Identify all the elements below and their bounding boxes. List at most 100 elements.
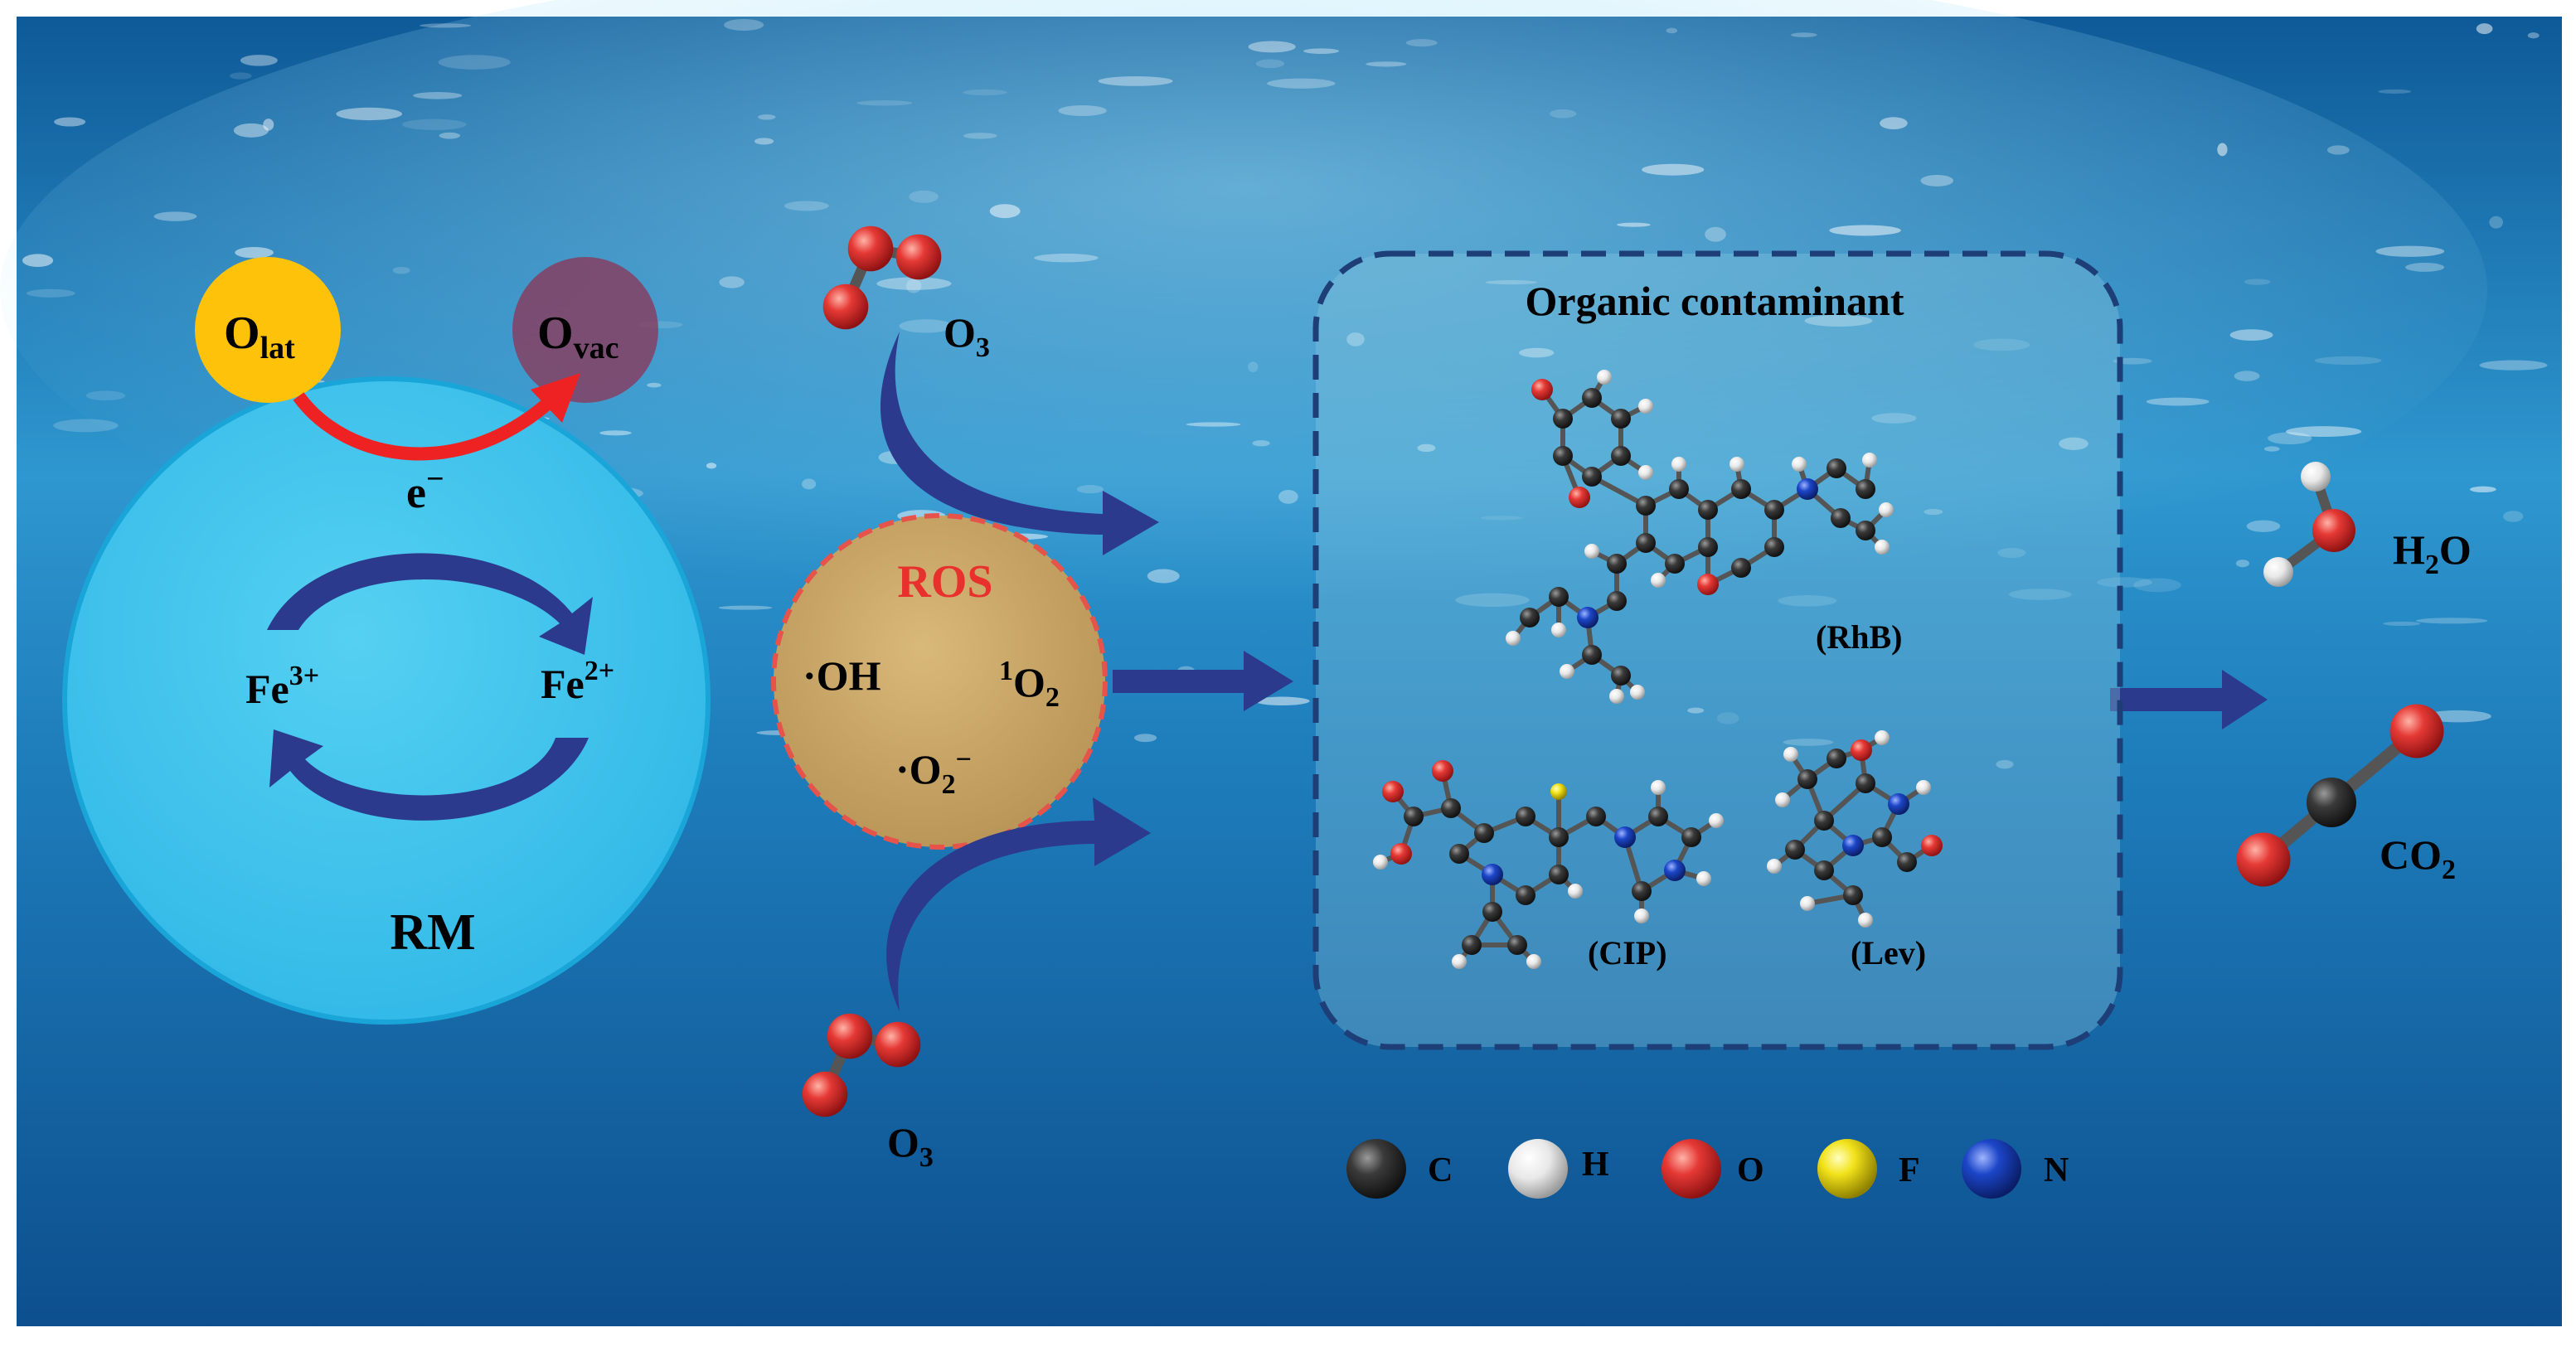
sparkle bbox=[1255, 59, 1285, 69]
atom-o bbox=[1432, 760, 1453, 782]
sparkle bbox=[235, 247, 274, 259]
sparkle bbox=[647, 382, 662, 388]
sparkle bbox=[1920, 175, 1954, 187]
sparkle bbox=[2235, 560, 2250, 568]
atom-h bbox=[1651, 780, 1666, 795]
atom-h bbox=[1597, 370, 1612, 385]
sparkle bbox=[2133, 578, 2181, 593]
sparkle bbox=[1147, 569, 1180, 584]
atom-c bbox=[1586, 807, 1606, 826]
lev-molecule bbox=[1767, 730, 1943, 928]
atom-c bbox=[1507, 935, 1527, 955]
atom-c bbox=[1482, 902, 1502, 922]
lattice-oxygen-label: Olat bbox=[224, 308, 295, 366]
atom-h bbox=[1792, 457, 1807, 472]
ozone-label-bottom: O3 bbox=[887, 1119, 934, 1173]
sparkle bbox=[2503, 511, 2524, 522]
atom-c bbox=[1897, 852, 1917, 872]
sparkle bbox=[413, 91, 463, 99]
legend-label-o: O bbox=[1737, 1151, 1764, 1190]
atom-h bbox=[1875, 730, 1890, 745]
atom-h bbox=[1862, 453, 1877, 468]
atom-n bbox=[1614, 826, 1636, 848]
sparkle bbox=[1058, 104, 1107, 116]
sparkle bbox=[754, 138, 774, 145]
atom-c bbox=[1462, 935, 1482, 955]
atom-c bbox=[1549, 827, 1569, 847]
atom-c bbox=[1698, 500, 1718, 520]
sparkle bbox=[1278, 489, 1298, 504]
sparkle bbox=[2268, 432, 2312, 445]
atom-c bbox=[1636, 496, 1656, 516]
atom-h bbox=[1671, 457, 1686, 472]
atom-c bbox=[1611, 409, 1631, 429]
sparkle bbox=[2286, 426, 2362, 438]
atom-c bbox=[1449, 844, 1469, 864]
atom-o bbox=[847, 225, 894, 272]
legend-ball-o bbox=[1662, 1139, 1721, 1199]
sparkle bbox=[1417, 443, 1436, 453]
atom-c bbox=[1607, 591, 1627, 611]
sparkle bbox=[2469, 486, 2496, 493]
ros-singlet-oxygen: 1O2 bbox=[999, 656, 1060, 713]
fe2-label: Fe2+ bbox=[541, 656, 614, 707]
atom-h bbox=[1696, 871, 1711, 886]
sparkle bbox=[1687, 707, 1705, 714]
atom-h bbox=[1879, 502, 1894, 517]
bond bbox=[1590, 474, 1647, 508]
sparkle bbox=[1996, 759, 2014, 769]
atom-h bbox=[1551, 623, 1566, 637]
sparkle bbox=[439, 132, 460, 139]
atom-c bbox=[1582, 388, 1602, 408]
atom-o bbox=[802, 1071, 848, 1117]
atom-o bbox=[822, 283, 869, 330]
sparkle bbox=[2314, 356, 2382, 366]
atom-h bbox=[1630, 685, 1645, 700]
catalyst-particle bbox=[62, 376, 711, 1025]
sparkle bbox=[1616, 222, 1651, 227]
sparkle bbox=[963, 133, 997, 139]
atom-o bbox=[1569, 487, 1590, 508]
sparkle bbox=[1186, 422, 1241, 427]
sparkle bbox=[229, 72, 252, 80]
atom-h bbox=[1638, 399, 1653, 414]
atom-h bbox=[1729, 457, 1744, 472]
ros-to-contaminant-arrow bbox=[1113, 651, 1293, 711]
sparkle bbox=[989, 204, 1021, 219]
atom-o bbox=[827, 1013, 873, 1059]
atom-c bbox=[1731, 558, 1751, 578]
atom-o bbox=[1390, 843, 1412, 865]
atom-h bbox=[1373, 855, 1388, 870]
atom-c bbox=[1648, 807, 1668, 826]
atom-h bbox=[1916, 780, 1931, 795]
sparkle bbox=[599, 430, 632, 436]
atom-o bbox=[1697, 574, 1719, 595]
sparkle bbox=[1303, 48, 1340, 54]
atom-c bbox=[1856, 479, 1875, 499]
atom-c bbox=[1553, 446, 1573, 466]
fe-cycle-arrow-bottom bbox=[269, 729, 589, 821]
sparkle bbox=[402, 119, 467, 130]
sparkle bbox=[802, 478, 817, 490]
sparkle bbox=[1254, 696, 1310, 705]
sparkle bbox=[240, 55, 278, 66]
atom-c bbox=[1549, 865, 1569, 884]
sparkle bbox=[1924, 508, 1943, 516]
ozone-arrow-top bbox=[880, 332, 1159, 555]
ros-title: ROS bbox=[897, 556, 992, 608]
sparkle bbox=[1346, 332, 1365, 346]
sparkle bbox=[1880, 117, 1908, 130]
atom-c bbox=[2307, 778, 2356, 827]
atom-h bbox=[1767, 859, 1782, 874]
sparkle bbox=[1550, 109, 1577, 119]
atom-c bbox=[1831, 508, 1851, 528]
atom-h bbox=[1526, 954, 1541, 969]
sparkle bbox=[2263, 446, 2280, 452]
atom-c bbox=[1797, 769, 1817, 789]
sparkle bbox=[2244, 279, 2271, 285]
sparkle bbox=[1705, 226, 1726, 242]
atom-h bbox=[1638, 465, 1653, 480]
water-molecule bbox=[2263, 462, 2355, 587]
sparkle bbox=[1666, 27, 1678, 34]
sparkle bbox=[2476, 23, 2493, 35]
